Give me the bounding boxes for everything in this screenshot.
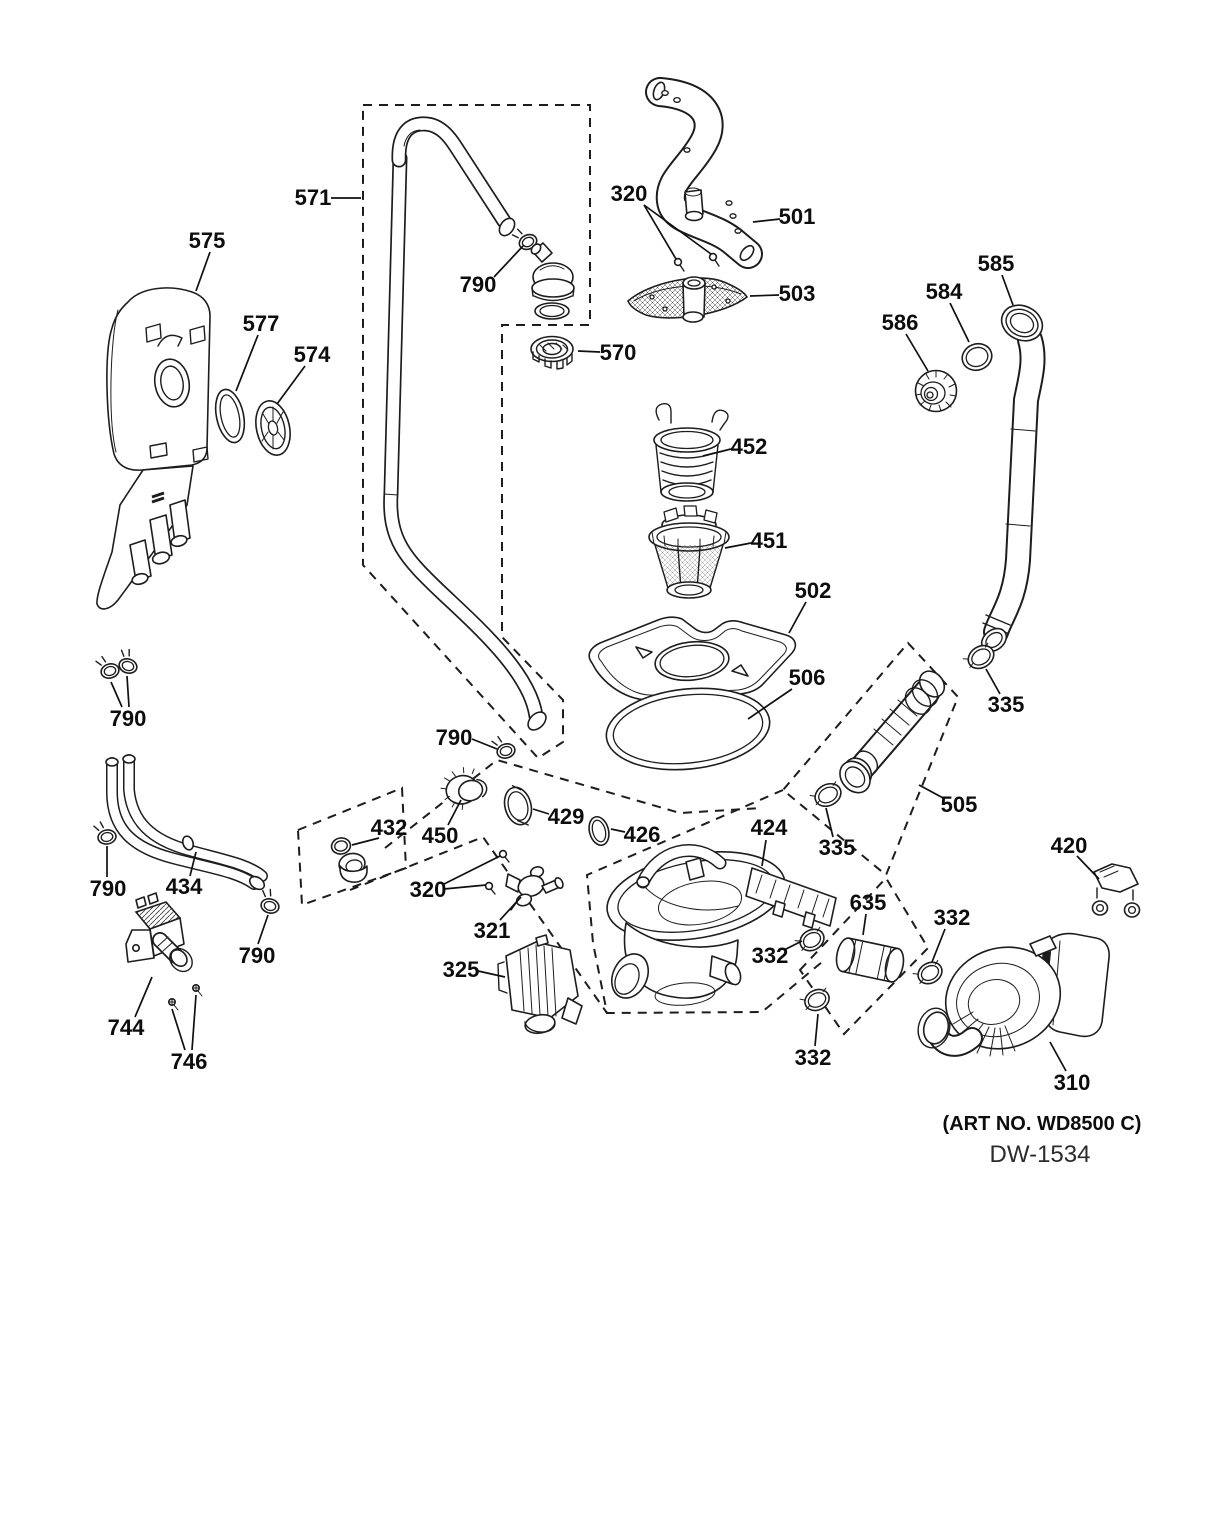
assembly-outline-635: [798, 876, 930, 1036]
part-label-325: 325: [443, 957, 480, 982]
part-label-332-b: 332: [934, 905, 971, 930]
part-label-635: 635: [850, 890, 887, 915]
part-635-drawing: [835, 937, 905, 983]
part-labels: 575 577 574 571 790 320 501 503 585 584 …: [90, 181, 1091, 1095]
part-790-hose-end-clamp-drawing: [260, 888, 280, 914]
drawing-number-text: DW-1534: [990, 1141, 1091, 1168]
part-790-conduit-bottom-clamp-drawing: [491, 735, 516, 759]
part-426-drawing: [588, 815, 610, 847]
part-332-c-drawing: [799, 987, 830, 1012]
leader-lines: [106, 197, 1100, 1072]
part-label-426: 426: [624, 822, 661, 847]
part-420-drawing: [1091, 863, 1141, 918]
part-label-450: 450: [422, 823, 459, 848]
part-label-420: 420: [1051, 833, 1088, 858]
part-label-586: 586: [882, 310, 919, 335]
part-320-sensor-screws-drawing: [484, 849, 510, 895]
part-label-335-drain: 335: [819, 835, 856, 860]
part-584-drawing: [961, 342, 993, 372]
part-586-drawing: [914, 369, 958, 413]
part-335-drain-hose-clamp-drawing: [809, 781, 842, 808]
part-575-drawing: [96, 287, 211, 610]
part-571-drawing: [383, 116, 547, 731]
part-label-320-sensor: 320: [410, 877, 447, 902]
part-790-hose-clamp-drawing: [93, 821, 117, 845]
part-label-575: 575: [189, 228, 226, 253]
part-585-drawing: [980, 304, 1046, 653]
part-744-drawing: [125, 892, 193, 973]
part-label-434: 434: [166, 874, 203, 899]
part-501-drawing: [645, 77, 763, 269]
part-label-335-right: 335: [988, 692, 1025, 717]
part-label-790-conduit-bottom: 790: [436, 725, 473, 750]
part-label-506: 506: [789, 665, 826, 690]
assembly-outline-450-upper: [384, 758, 763, 849]
part-label-501: 501: [779, 204, 816, 229]
part-310-drawing: [917, 932, 1110, 1057]
part-325-drawing: [497, 934, 583, 1035]
part-320-upper-screws-drawing: [673, 252, 720, 272]
part-label-310: 310: [1054, 1070, 1091, 1095]
assembly-outline-424: [585, 789, 823, 1015]
part-570-drawing: [530, 335, 574, 370]
footer: (ART NO. WD8500 C) DW-1534: [943, 1113, 1142, 1168]
part-574-drawing: [255, 400, 291, 456]
part-335-right-tube-clamp-drawing: [962, 642, 995, 670]
part-332-b-drawing: [912, 959, 943, 985]
part-label-574: 574: [294, 342, 331, 367]
part-432-drawing: [330, 837, 368, 883]
part-label-577: 577: [243, 311, 280, 336]
part-label-584: 584: [926, 279, 963, 304]
part-label-790-conduit-top: 790: [460, 272, 497, 297]
part-577-drawing: [214, 388, 246, 444]
conduit-inlet-fitting-drawing: [530, 242, 575, 320]
part-505-drawing: [839, 670, 946, 794]
part-label-585: 585: [978, 251, 1015, 276]
part-label-321: 321: [474, 918, 511, 943]
part-790-inlet-clamps-drawing: [95, 648, 138, 679]
part-label-452: 452: [731, 434, 768, 459]
part-label-332-a: 332: [752, 943, 789, 968]
part-321-drawing: [505, 866, 564, 911]
part-451-drawing: [648, 505, 730, 599]
part-label-503: 503: [779, 281, 816, 306]
part-429-drawing: [503, 785, 533, 826]
part-503-drawing: [627, 276, 749, 323]
part-label-790-inlet: 790: [110, 706, 147, 731]
part-434-drawing: [105, 754, 268, 891]
assembly-outline-432: [296, 786, 408, 907]
part-label-744: 744: [108, 1015, 145, 1040]
part-label-505: 505: [941, 792, 978, 817]
part-502-drawing: [588, 616, 797, 701]
part-label-502: 502: [795, 578, 832, 603]
part-label-451: 451: [751, 528, 788, 553]
part-450-drawing: [440, 767, 488, 810]
part-label-571: 571: [295, 185, 332, 210]
part-label-320-upper: 320: [611, 181, 648, 206]
part-332-a-drawing: [794, 926, 825, 952]
assembly-outline-571: [362, 104, 591, 760]
part-746-drawing: [168, 983, 203, 1011]
part-label-332-c: 332: [795, 1045, 832, 1070]
part-label-570: 570: [600, 340, 637, 365]
part-424-drawing: [606, 843, 837, 1006]
part-label-746: 746: [171, 1049, 208, 1074]
part-452-drawing: [653, 402, 729, 502]
part-506-drawing: [605, 687, 771, 771]
art-number-text: (ART NO. WD8500 C): [943, 1113, 1142, 1135]
part-label-432: 432: [371, 815, 408, 840]
part-label-790-hose-end: 790: [239, 943, 276, 968]
part-label-429: 429: [548, 804, 585, 829]
part-label-790-hose: 790: [90, 876, 127, 901]
part-label-424: 424: [751, 815, 788, 840]
